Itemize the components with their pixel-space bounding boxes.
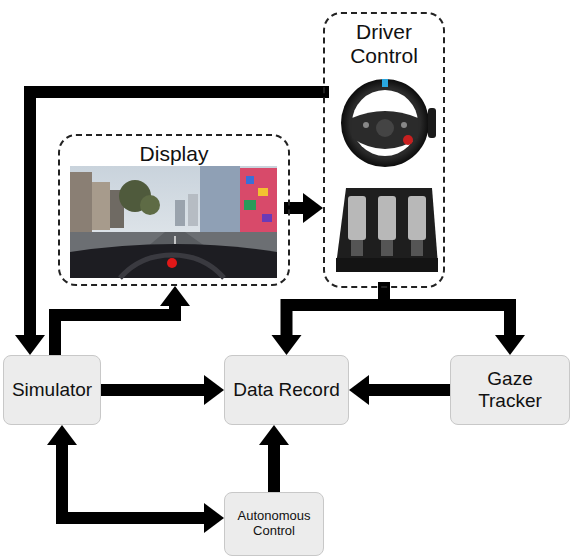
- flow-arrow: [272, 288, 385, 355]
- arrow-head: [204, 375, 224, 405]
- arrow-head: [272, 335, 302, 355]
- dashed-group-box: Driver Control: [323, 12, 445, 288]
- node-label: Gaze Tracker: [451, 366, 569, 414]
- flow-arrow: [47, 425, 224, 533]
- arrow-shaft: [290, 202, 303, 214]
- flow-arrow: [101, 375, 224, 405]
- arrow-head: [204, 503, 224, 533]
- arrow-shaft: [62, 445, 204, 518]
- arrow-shaft: [30, 92, 323, 335]
- arrow-shaft: [287, 288, 385, 335]
- arrow-shaft: [384, 288, 510, 335]
- flow-arrow: [55, 286, 190, 355]
- arrow-shaft: [268, 445, 280, 492]
- arrow-shaft: [55, 306, 175, 355]
- node-label: Simulator: [8, 377, 96, 403]
- arrow-head: [303, 193, 323, 223]
- arrow-head: [47, 425, 77, 445]
- arrow-head: [349, 375, 369, 405]
- dashed-group-box: Display: [58, 134, 290, 286]
- flow-arrow: [259, 425, 289, 492]
- flow-arrow: [349, 375, 450, 405]
- process-box: Simulator: [3, 355, 101, 425]
- flow-arrow: [384, 288, 525, 355]
- pedal-set: [336, 188, 438, 272]
- arrow-shaft: [369, 384, 450, 396]
- node-label: Autonomous Control: [225, 507, 323, 541]
- node-label: Display: [60, 136, 288, 166]
- arrow-head: [495, 335, 525, 355]
- flow-arrow: [290, 193, 323, 223]
- process-box: Autonomous Control: [224, 492, 324, 556]
- arrow-shaft: [101, 384, 204, 396]
- process-box: Data Record: [224, 355, 349, 425]
- steering-wheel: [341, 79, 436, 167]
- arrow-head: [259, 425, 289, 445]
- simulator-screenshot: [70, 166, 277, 278]
- arrow-head: [15, 335, 45, 355]
- node-label: Driver Control: [325, 14, 443, 68]
- process-box: Gaze Tracker: [450, 355, 570, 425]
- node-label: Data Record: [229, 377, 344, 403]
- flow-arrow: [15, 92, 323, 355]
- arrow-head: [160, 286, 190, 306]
